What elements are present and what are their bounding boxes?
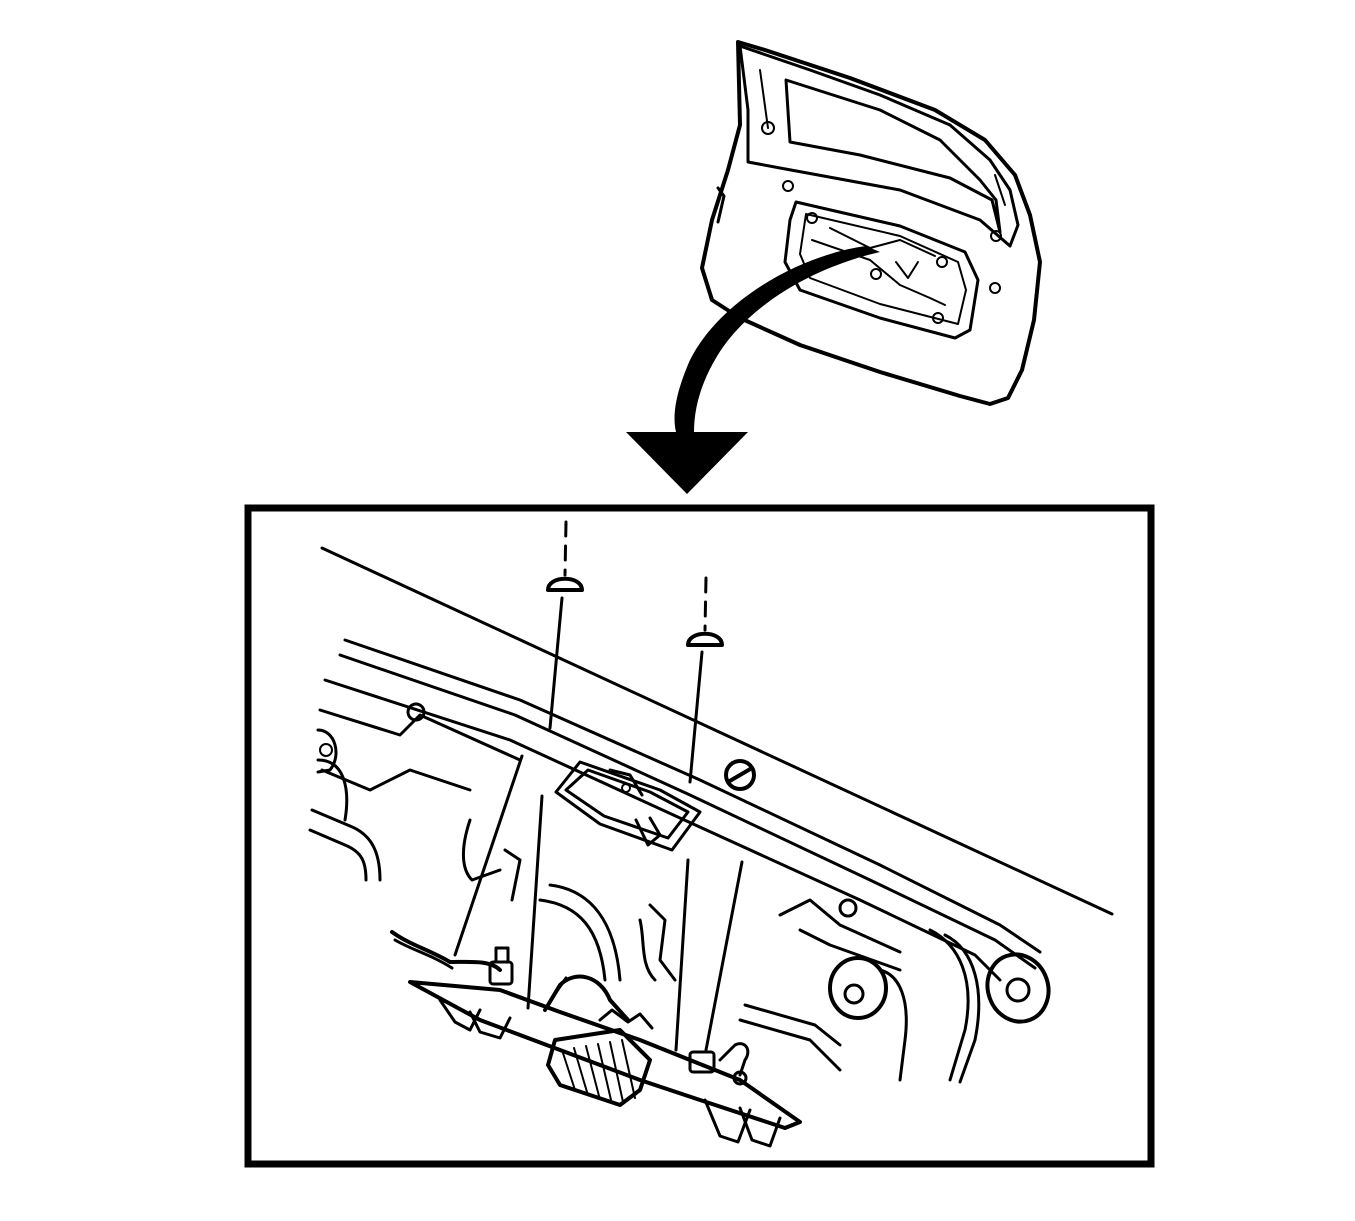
liftgate-overview-icon	[700, 40, 1042, 406]
bulb-socket-icon	[488, 946, 514, 986]
fastener-icon	[546, 520, 584, 730]
callout-arrow-icon	[626, 246, 880, 494]
fastener-icon	[686, 576, 724, 784]
access-hole-icon	[724, 759, 756, 791]
electrical-connector-icon	[543, 974, 654, 1107]
liftgate-detail	[308, 546, 1114, 1084]
bulb-socket-icon	[688, 1042, 750, 1086]
grommet-icon	[828, 956, 888, 1020]
detail-frame	[244, 504, 1155, 1168]
license-lamp-assembly-icon	[390, 930, 802, 1148]
grommet-icon	[985, 952, 1051, 1024]
